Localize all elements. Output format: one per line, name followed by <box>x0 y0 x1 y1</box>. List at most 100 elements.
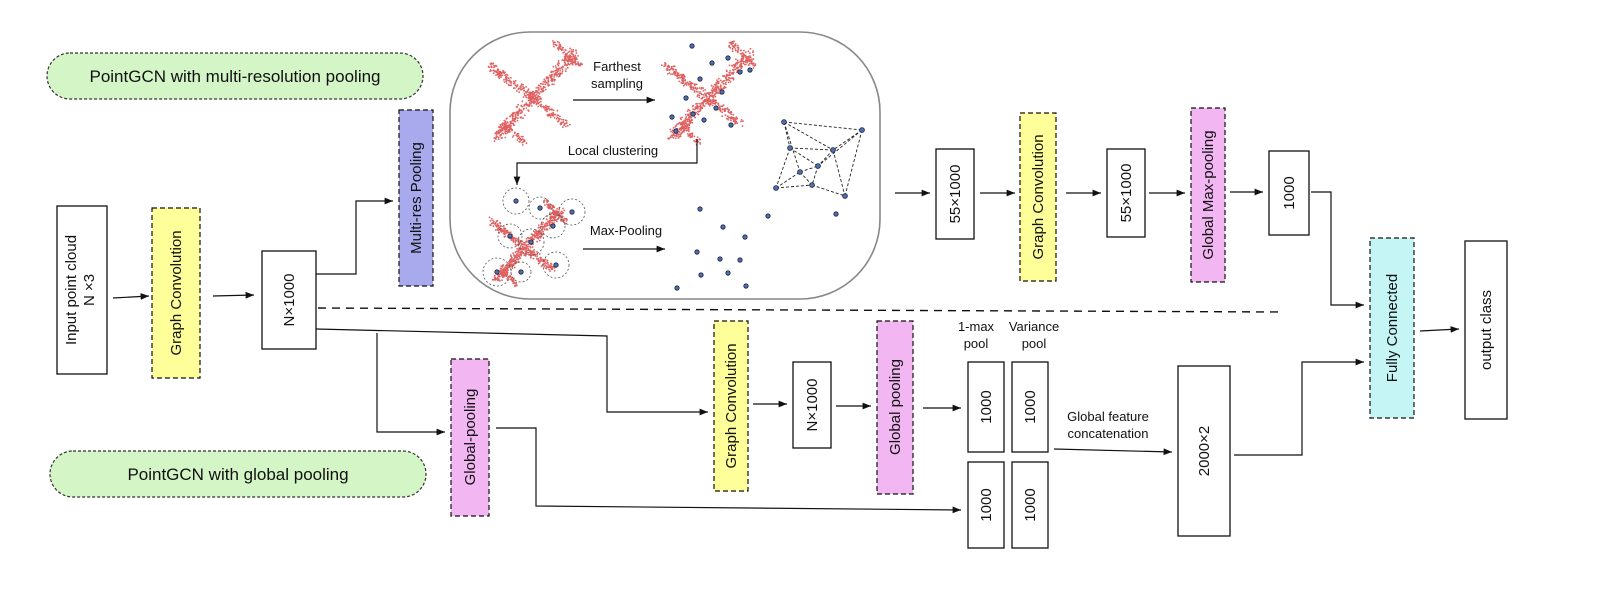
point <box>504 74 506 77</box>
point <box>512 282 515 285</box>
point <box>683 95 689 101</box>
point <box>522 84 524 86</box>
point <box>672 126 675 129</box>
point <box>497 76 500 78</box>
point <box>733 71 735 74</box>
edge-gc-n1000 <box>212 291 255 299</box>
point <box>529 95 532 97</box>
point <box>547 113 550 116</box>
point <box>543 201 545 204</box>
point <box>523 241 525 244</box>
point <box>540 235 543 237</box>
point <box>681 79 683 81</box>
point <box>686 120 689 123</box>
point <box>521 144 524 146</box>
point <box>682 73 685 76</box>
point <box>509 231 512 234</box>
point <box>511 122 514 125</box>
point <box>716 82 718 85</box>
point <box>671 73 674 75</box>
point <box>506 121 509 124</box>
point <box>522 96 525 98</box>
point <box>500 126 503 129</box>
point <box>671 131 674 134</box>
point <box>702 100 705 102</box>
cluster-circle <box>542 251 570 279</box>
point <box>500 228 503 231</box>
point <box>536 251 538 253</box>
point <box>513 255 516 258</box>
point <box>519 245 522 247</box>
point <box>537 226 540 229</box>
point <box>675 69 678 71</box>
point <box>719 79 722 82</box>
point <box>699 91 701 93</box>
point <box>514 79 517 82</box>
point <box>489 224 492 227</box>
point <box>686 124 689 126</box>
point <box>691 88 694 91</box>
graph-conv-input-label: Graph Convolution <box>168 230 185 355</box>
point <box>577 64 580 67</box>
point <box>493 276 496 278</box>
v1000-box-2: 1000 <box>1011 361 1049 453</box>
point <box>552 111 554 114</box>
cluster-circle <box>497 223 523 249</box>
point <box>709 60 715 66</box>
point <box>509 115 512 118</box>
point <box>674 137 677 140</box>
point <box>740 120 742 123</box>
point <box>495 220 498 223</box>
point <box>517 238 520 241</box>
point <box>548 204 550 206</box>
point <box>553 117 556 119</box>
point <box>504 266 506 268</box>
mesh-edge <box>783 121 863 131</box>
point <box>522 243 525 246</box>
point <box>554 219 557 222</box>
point <box>514 251 517 254</box>
point <box>562 119 565 121</box>
point <box>546 206 549 208</box>
point <box>737 61 740 64</box>
point <box>556 208 558 210</box>
point <box>542 221 544 224</box>
point <box>685 121 687 124</box>
point <box>765 213 771 219</box>
point <box>490 217 493 220</box>
point <box>534 234 537 237</box>
point <box>726 115 729 118</box>
point <box>725 77 727 80</box>
point <box>683 119 686 122</box>
point <box>731 50 734 53</box>
point <box>833 211 839 217</box>
point <box>728 111 731 114</box>
point <box>552 41 555 44</box>
point <box>561 48 564 51</box>
cluster-circle <box>502 187 530 215</box>
point <box>544 81 546 83</box>
cluster-circle <box>558 198 586 226</box>
point <box>530 250 533 253</box>
point <box>553 269 556 272</box>
point <box>501 266 504 268</box>
point <box>574 60 577 63</box>
point <box>545 77 548 80</box>
point <box>557 70 560 72</box>
point <box>557 211 559 214</box>
point <box>571 63 574 66</box>
point <box>670 73 672 75</box>
point <box>534 253 537 256</box>
point <box>742 120 744 122</box>
point <box>503 227 505 229</box>
point <box>677 134 680 136</box>
point <box>733 64 736 67</box>
point <box>523 89 525 92</box>
point <box>504 123 507 126</box>
point <box>559 45 562 48</box>
point <box>729 69 732 72</box>
point <box>742 60 745 63</box>
point <box>734 68 737 71</box>
point <box>536 91 539 94</box>
point <box>514 120 516 123</box>
